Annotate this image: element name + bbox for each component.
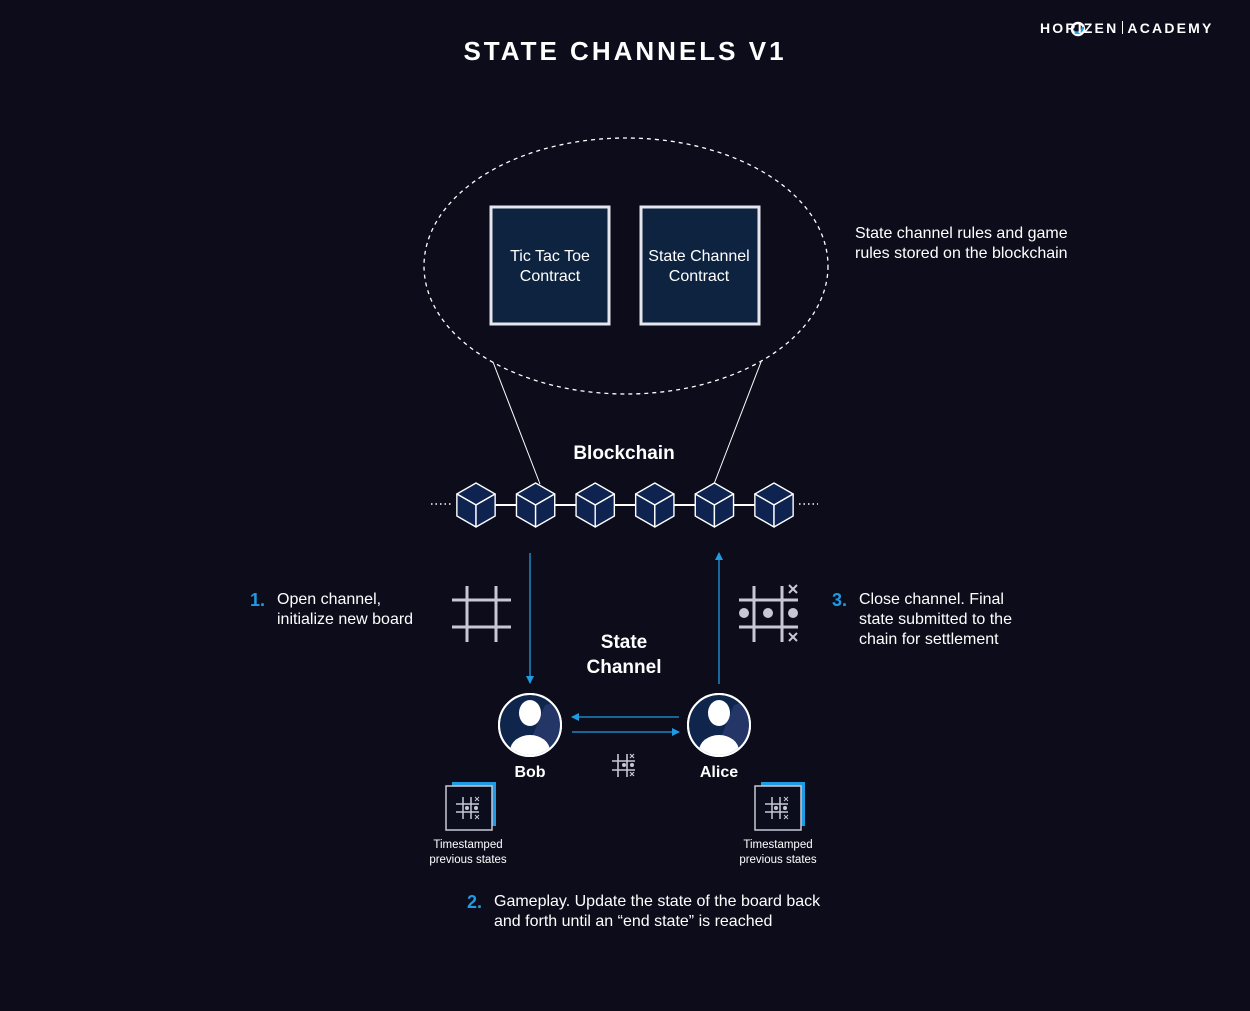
step-gameplay: 2. Gameplay. Update the state of the boa… — [467, 892, 821, 930]
block-cube-icon — [515, 482, 556, 528]
alice-archive-caption: Timestamped previous states — [739, 839, 817, 866]
tic-tac-toe-end-state-icon — [739, 584, 798, 642]
horizen-logo-icon — [1070, 21, 1086, 37]
state-channel-contract-box — [639, 205, 761, 326]
step-number: 3. — [832, 590, 848, 610]
tic-tac-toe-contract-box — [489, 205, 611, 326]
block-cube-icon — [754, 482, 794, 528]
bob-state-archive-icon — [445, 782, 496, 831]
bob-name: Bob — [514, 764, 546, 781]
state-channel-contract-label: State Channel Contract — [648, 248, 750, 285]
state-channel-label: State Channel — [586, 632, 662, 678]
blockchain-chain — [456, 482, 794, 528]
block-cube-icon — [456, 482, 496, 528]
connector-line-left — [492, 361, 541, 485]
page-title: STATE CHANNELS V1 — [463, 36, 787, 66]
block-cube-icon — [694, 482, 735, 528]
blockchain-label: Blockchain — [573, 443, 675, 464]
alice-name: Alice — [699, 764, 739, 781]
block-cube-icon — [575, 482, 616, 528]
tic-tac-toe-small-board-icon — [612, 753, 635, 777]
step-close-channel: 3. Close channel. Final state submitted … — [832, 590, 1012, 648]
brand-logo: HORIZEN ACADEMY — [1040, 20, 1240, 36]
step-number: 2. — [467, 892, 483, 912]
brand-suffix: ACADEMY — [1127, 20, 1214, 36]
blockchain-storage-ellipse — [423, 137, 829, 395]
tic-tac-toe-contract-label: Tic Tac Toe Contract — [510, 248, 590, 285]
brand-name: HORIZEN — [1040, 20, 1119, 36]
bob-avatar — [498, 693, 562, 757]
rules-note: State channel rules and game rules store… — [855, 225, 1068, 262]
alice-avatar — [687, 693, 751, 757]
bob-archive-caption: Timestamped previous states — [429, 839, 507, 866]
alice-state-archive-icon — [754, 782, 805, 831]
block-cube-icon — [634, 482, 675, 528]
step-number: 1. — [250, 590, 266, 610]
tic-tac-toe-empty-grid-icon — [452, 586, 511, 642]
connector-line-right — [713, 361, 762, 485]
step-open-channel: 1. Open channel, initialize new board — [250, 590, 414, 628]
